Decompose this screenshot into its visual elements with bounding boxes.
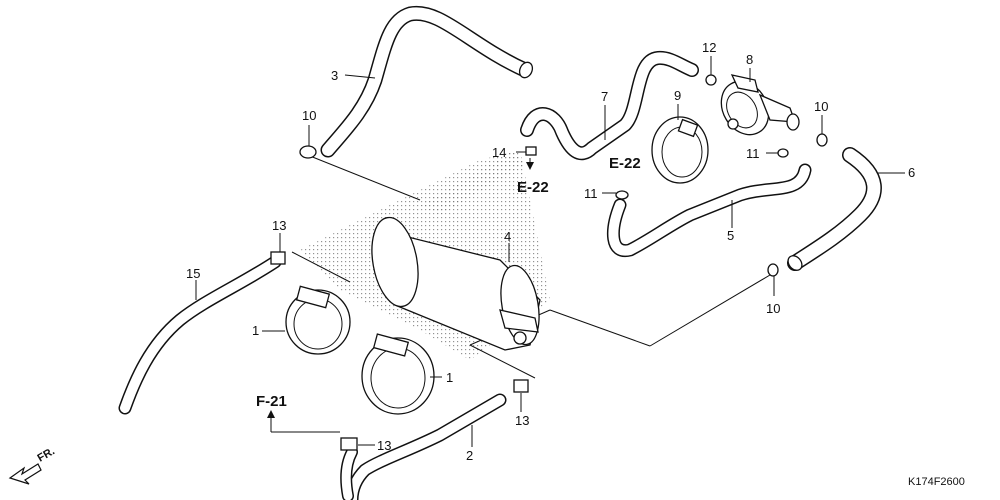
callout-14: 14 [492, 145, 506, 160]
clip-10-lower-right [767, 263, 779, 277]
callout-10-right: 10 [814, 99, 828, 114]
callout-11-right: 11 [746, 146, 760, 161]
callout-7: 7 [601, 89, 608, 104]
bracket-9 [651, 116, 709, 184]
fr-label: FR. [36, 445, 57, 464]
hose-5 [606, 163, 812, 258]
clip-13-bottom [340, 437, 358, 451]
band-1-upper [285, 285, 351, 355]
callout-12: 12 [702, 40, 716, 55]
clip-14 [525, 146, 537, 156]
hose-7 [520, 50, 699, 161]
clip-10-right [816, 133, 828, 147]
valve-8 [720, 74, 800, 136]
callout-6: 6 [908, 165, 915, 180]
direction-indicator: FR. [8, 445, 57, 485]
callout-5: 5 [727, 228, 734, 243]
clip-12 [705, 74, 717, 86]
canister-4 [371, 216, 541, 351]
hose-3 [320, 5, 534, 158]
clip-11-right [777, 148, 789, 158]
hose-2 [340, 393, 507, 500]
callout-15: 15 [186, 266, 200, 281]
ref-e22-right: E-22 [609, 155, 641, 172]
band-1-lower [361, 333, 435, 415]
clip-11-left [615, 190, 629, 200]
callout-13-mid: 13 [515, 413, 529, 428]
drawing-code: K174F2600 [908, 476, 965, 488]
callout-4: 4 [504, 229, 511, 244]
fr-arrow-icon [8, 463, 42, 485]
callout-8: 8 [746, 52, 753, 67]
callout-1-lower: 1 [446, 370, 453, 385]
callout-9: 9 [674, 88, 681, 103]
callout-11-left: 11 [584, 186, 598, 201]
callout-13-top: 13 [272, 218, 286, 233]
hose-6 [787, 147, 882, 271]
callout-1-upper: 1 [252, 323, 259, 338]
callout-13-bottom: 13 [377, 438, 391, 453]
callout-2: 2 [466, 448, 473, 463]
leader-lines [195, 56, 905, 447]
callout-3: 3 [331, 68, 338, 83]
dotted-zone-upper [420, 150, 525, 215]
clip-13-mid [513, 379, 529, 393]
ref-f21: F-21 [256, 393, 287, 410]
clip-13-top [270, 251, 286, 265]
callout-10-top-left: 10 [302, 108, 316, 123]
hose-15 [118, 255, 282, 415]
ref-e22-left: E-22 [517, 179, 549, 196]
callout-10-lower-right: 10 [766, 301, 780, 316]
arrow-f21 [267, 410, 275, 418]
arrow-e22-left [526, 162, 534, 170]
clip-10-top-left [299, 145, 317, 159]
